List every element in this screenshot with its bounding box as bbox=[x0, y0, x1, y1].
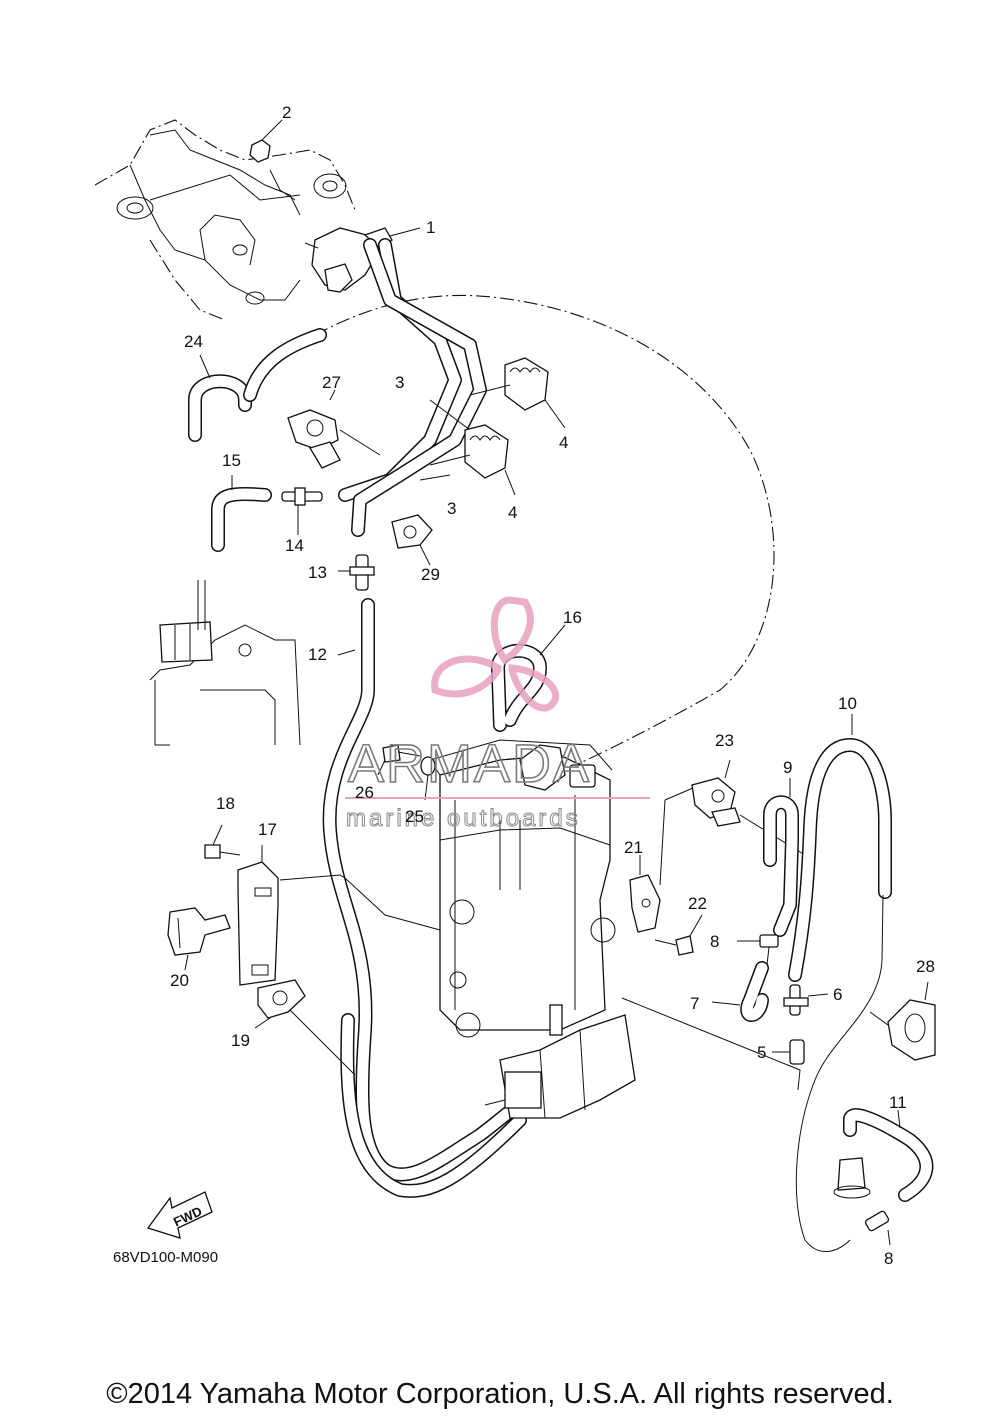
callout-17: 17 bbox=[258, 820, 277, 839]
bolt-part-18 bbox=[204, 824, 241, 859]
washer-part-25 bbox=[420, 756, 436, 801]
canister bbox=[484, 1004, 636, 1119]
callout-23: 23 bbox=[715, 731, 734, 750]
fwd-arrow-icon: FWD bbox=[146, 1191, 213, 1239]
clamp-part-4-upper bbox=[469, 357, 566, 429]
callout-21: 21 bbox=[624, 838, 643, 857]
callout-2: 2 bbox=[282, 103, 291, 122]
joint-part-13 bbox=[338, 554, 375, 591]
bracket-part-17 bbox=[237, 845, 441, 986]
bolt-part-22 bbox=[654, 914, 703, 956]
bolt-part-26 bbox=[377, 744, 421, 776]
callout-22: 22 bbox=[688, 894, 707, 913]
clamp-part-4-lower bbox=[429, 424, 516, 496]
callout-9: 9 bbox=[783, 758, 792, 777]
callout-4-upper: 4 bbox=[559, 433, 568, 452]
nut-part-2 bbox=[249, 119, 283, 163]
callout-3-upper: 3 bbox=[395, 373, 404, 392]
clamp-part-29 bbox=[391, 514, 433, 566]
parts-diagram: FWD ARMADA marine outboards 1 2 3 3 4 4 … bbox=[94, 103, 936, 1268]
callout-labels: 1 2 3 3 4 4 5 6 7 8 8 9 10 11 12 13 14 1… bbox=[170, 103, 935, 1268]
callout-8-lower: 8 bbox=[884, 1249, 893, 1268]
joint-part-14 bbox=[281, 487, 323, 535]
clamp-part-28 bbox=[869, 981, 936, 1061]
callout-20: 20 bbox=[170, 971, 189, 990]
watermark-tagline: marine outboards bbox=[346, 805, 581, 832]
hose-part-12 bbox=[322, 598, 527, 1198]
callout-11: 11 bbox=[889, 1093, 907, 1112]
hose-part-3 bbox=[338, 238, 487, 537]
callout-4-lower: 4 bbox=[508, 503, 517, 522]
callout-27: 27 bbox=[322, 373, 341, 392]
hose-part-9 bbox=[763, 778, 799, 937]
armada-watermark: ARMADA marine outboards bbox=[345, 596, 650, 833]
callout-18: 18 bbox=[216, 794, 235, 813]
engine-block-top bbox=[94, 119, 356, 321]
propeller-logo-icon bbox=[431, 596, 560, 712]
callout-13: 13 bbox=[308, 563, 327, 582]
callout-28: 28 bbox=[916, 957, 935, 976]
vapor-separator-body bbox=[429, 739, 616, 1038]
clamp-part-20 bbox=[167, 907, 231, 971]
copyright-notice: ©2014 Yamaha Motor Corporation, U.S.A. A… bbox=[106, 1378, 894, 1410]
callout-19: 19 bbox=[231, 1031, 250, 1050]
callout-24: 24 bbox=[184, 332, 203, 351]
callout-5: 5 bbox=[757, 1043, 766, 1062]
reference-line-loop bbox=[314, 294, 775, 791]
bracket-part-21 bbox=[629, 784, 701, 933]
callout-26: 26 bbox=[355, 783, 374, 802]
joint-part-8-lower bbox=[864, 1210, 891, 1246]
solenoid-valve-part-1 bbox=[304, 227, 421, 293]
hose-part-10 bbox=[788, 714, 892, 1252]
hose-part-11 bbox=[833, 1108, 934, 1202]
engine-block-left bbox=[149, 580, 301, 746]
callout-15: 15 bbox=[222, 451, 241, 470]
callout-25: 25 bbox=[405, 807, 424, 826]
joint-part-8-upper bbox=[737, 934, 779, 966]
callout-1: 1 bbox=[426, 218, 435, 237]
callout-7: 7 bbox=[690, 994, 699, 1013]
joint-part-6 bbox=[783, 984, 829, 1016]
callout-29: 29 bbox=[421, 565, 440, 584]
clamp-part-27 bbox=[287, 389, 381, 469]
callout-12: 12 bbox=[308, 645, 327, 664]
callout-16: 16 bbox=[563, 608, 582, 627]
hose-part-7 bbox=[711, 961, 769, 1022]
callout-14: 14 bbox=[285, 536, 304, 555]
hose-part-15 bbox=[211, 475, 272, 552]
callout-6: 6 bbox=[833, 985, 842, 1004]
hose-part-24 bbox=[188, 328, 327, 442]
watermark-brand: ARMADA bbox=[348, 734, 591, 794]
clamp-part-19 bbox=[254, 979, 356, 1076]
callout-3-lower: 3 bbox=[447, 499, 456, 518]
callout-10: 10 bbox=[838, 694, 857, 713]
cap-part-5 bbox=[621, 997, 805, 1091]
callout-8-upper: 8 bbox=[710, 932, 719, 951]
diagram-code: 68VD100-M090 bbox=[113, 1249, 218, 1266]
